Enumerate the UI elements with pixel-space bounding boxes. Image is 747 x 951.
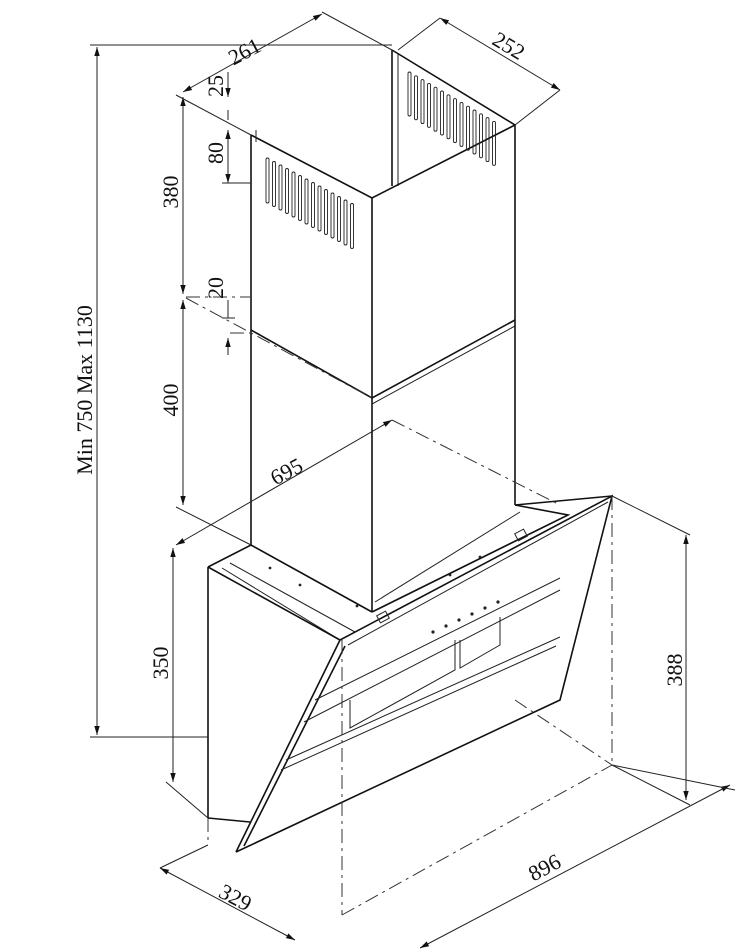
vent-slot <box>446 94 451 140</box>
vent-slot <box>350 203 354 249</box>
dim-hood-depth: 329 <box>215 879 256 917</box>
upper-chimney <box>250 49 516 612</box>
hood-body <box>207 494 614 853</box>
dim-chimney-depth: 252 <box>488 26 529 64</box>
vent-slot <box>330 192 335 239</box>
vent-slot <box>453 98 457 144</box>
vent-slot <box>440 90 444 136</box>
dim-lower-chimney-height: 400 <box>158 384 183 417</box>
vent-slot <box>479 113 483 159</box>
vent-slot <box>317 185 322 232</box>
vent-slot <box>291 171 296 218</box>
dim-total-height: Min 750 Max 1130 <box>72 305 97 475</box>
vent-slot <box>472 109 477 155</box>
vent-slot <box>304 178 309 225</box>
dim-upper-chimney-height: 380 <box>158 176 183 209</box>
vent-slot <box>459 101 464 147</box>
chimney-vent-slots-right <box>407 71 496 166</box>
vent-slot <box>285 168 289 214</box>
vent-slot <box>343 199 348 246</box>
chimney-vent-slots-left <box>265 157 354 249</box>
dim-glass-height: 388 <box>662 654 687 687</box>
vent-slot <box>466 105 470 151</box>
vent-slot <box>420 79 425 125</box>
vent-slot <box>433 86 438 132</box>
dimension-lines <box>90 11 736 949</box>
dim-hood-width: 695 <box>266 453 307 491</box>
vent-slot <box>427 82 431 128</box>
vent-slot <box>278 164 283 211</box>
vent-slot <box>311 182 315 228</box>
lower-chimney <box>250 319 516 505</box>
vent-slot <box>324 189 328 235</box>
dim-chimney-width: 261 <box>224 33 265 71</box>
dim-overall-width: 896 <box>524 849 565 887</box>
vent-slot <box>298 175 302 221</box>
vent-slot <box>414 75 418 121</box>
vent-slot <box>492 120 496 166</box>
dim-hood-body-height: 350 <box>148 647 173 680</box>
vent-slot <box>337 196 341 242</box>
dim-top-offset: 25 <box>203 75 228 97</box>
vent-slot <box>265 157 270 204</box>
dim-vent-height: 80 <box>203 142 228 164</box>
dim-overlap: 20 <box>203 277 228 299</box>
vent-slot <box>407 71 412 117</box>
vent-slot <box>272 161 276 207</box>
vent-slot <box>485 117 490 163</box>
